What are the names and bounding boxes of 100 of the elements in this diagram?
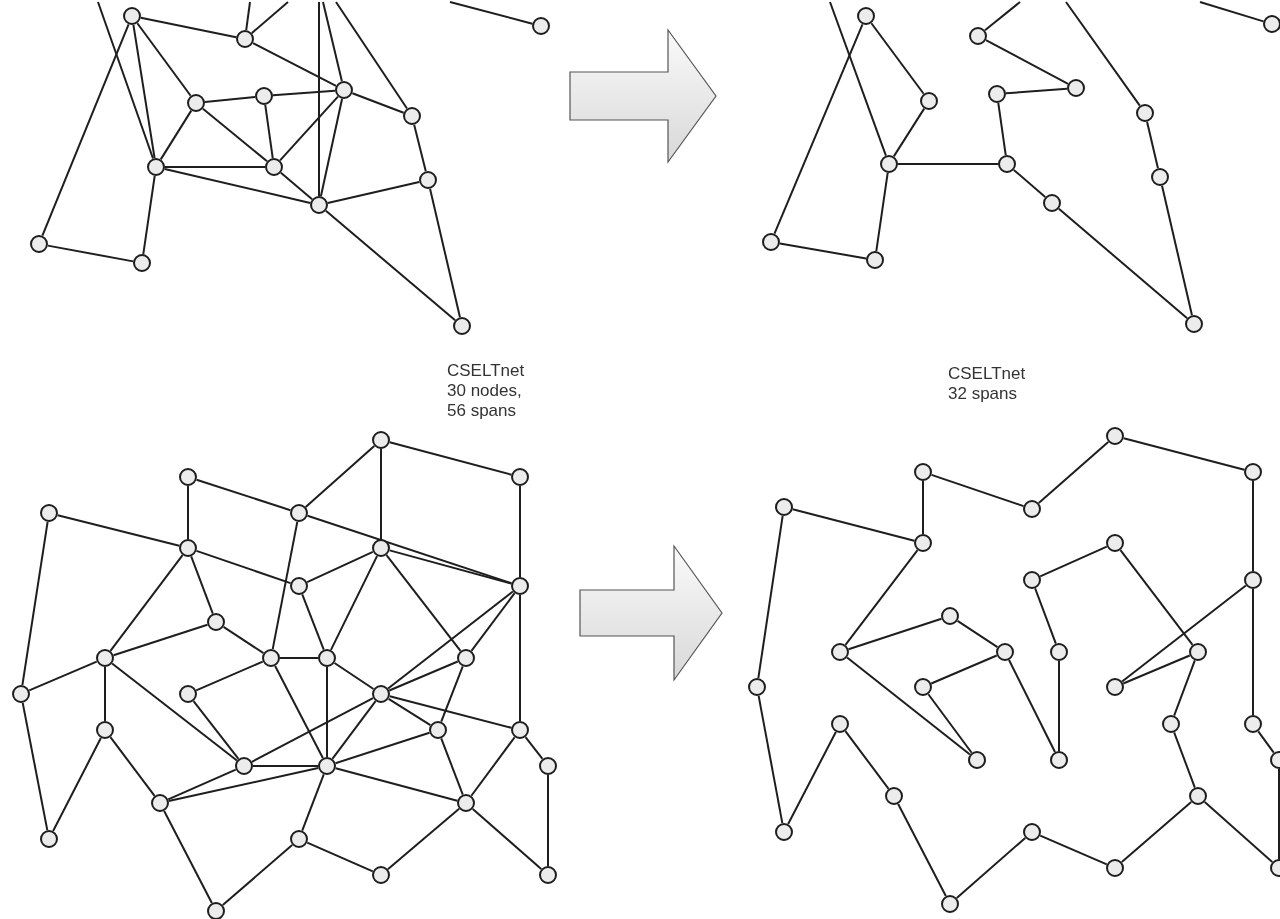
network-node [290, 577, 308, 595]
network-link [1199, 1, 1265, 23]
network-link [109, 736, 156, 797]
network-link [279, 171, 314, 201]
network-link [773, 23, 864, 235]
network-node [457, 794, 475, 812]
network-link [326, 181, 421, 204]
network-node [12, 685, 30, 703]
network-node [1050, 751, 1068, 769]
network-caption: CSELTnet 30 nodes, 56 spans [447, 361, 526, 421]
network-link [440, 737, 464, 796]
network-node [998, 155, 1016, 173]
network-node [1244, 715, 1262, 733]
network-link [1119, 549, 1194, 646]
network-node [1185, 315, 1203, 333]
network-node [372, 431, 390, 449]
network-node [235, 757, 253, 775]
network-node [179, 468, 197, 486]
network-link [41, 23, 130, 237]
network-link [1173, 659, 1196, 717]
network-link [334, 767, 459, 802]
network-link [222, 625, 265, 655]
network-link [109, 554, 184, 652]
network-link [271, 520, 299, 651]
network-node [996, 643, 1014, 661]
network-link [388, 549, 513, 585]
network-node [187, 94, 205, 112]
network-link [203, 95, 257, 104]
network-link [264, 103, 274, 160]
network-link [192, 700, 240, 760]
network-node [1189, 643, 1207, 661]
network-node [1106, 859, 1124, 877]
network-node [1189, 787, 1207, 805]
network-node [123, 7, 141, 25]
network-link [386, 807, 461, 871]
network-link [449, 1, 534, 25]
network-link [132, 23, 156, 160]
network-node [1136, 104, 1154, 122]
network-link [388, 441, 513, 476]
network-link [524, 736, 544, 760]
network-link [778, 242, 868, 260]
network-node [1050, 643, 1068, 661]
network-node [775, 823, 793, 841]
network-link [139, 16, 238, 39]
network-link [163, 810, 213, 904]
network-link [470, 592, 516, 652]
network-link [787, 731, 837, 825]
network-link [250, 1, 289, 35]
network-link [844, 730, 890, 790]
network-node [96, 721, 114, 739]
network-link [984, 39, 1070, 85]
network-link [335, 1, 408, 110]
network-link [97, 1, 154, 160]
network-link [318, 1, 320, 197]
network-node [1151, 168, 1169, 186]
network-link [21, 701, 49, 832]
network-node [403, 107, 421, 125]
network-node [1023, 500, 1041, 518]
network-node [457, 649, 475, 667]
network-link [847, 617, 943, 651]
network-link [892, 107, 926, 158]
network-link [387, 697, 432, 727]
network-node [151, 794, 169, 812]
network-link [470, 736, 516, 797]
network-link [1252, 480, 1254, 572]
network-link [997, 101, 1007, 157]
network-node [179, 539, 197, 557]
network-link [471, 807, 543, 871]
network-link [1257, 730, 1275, 754]
network-node [532, 17, 550, 35]
network-link [46, 244, 135, 263]
network-link [519, 594, 521, 722]
network-link [1120, 800, 1193, 864]
network-link [272, 89, 337, 97]
network-node [429, 721, 447, 739]
network-link [930, 654, 998, 685]
network-node [290, 830, 308, 848]
network-link [1146, 120, 1159, 170]
network-node [539, 757, 557, 775]
network-link [440, 665, 464, 723]
network-link [221, 843, 294, 907]
network-node [318, 757, 336, 775]
network-node [539, 866, 557, 884]
network-link [306, 841, 374, 873]
network-node [1067, 79, 1085, 97]
network-link [1065, 1, 1141, 107]
network-node [1106, 427, 1124, 445]
network-link [1039, 834, 1108, 866]
network-link [167, 768, 237, 801]
network-node [775, 498, 793, 516]
network-node [310, 196, 328, 214]
network-node [290, 504, 308, 522]
network-node [511, 468, 529, 486]
network-node [453, 317, 471, 335]
network-link [1278, 768, 1280, 860]
network-node [179, 685, 197, 703]
network-link [326, 666, 328, 758]
network-link [1121, 584, 1247, 683]
network-node [941, 895, 959, 913]
network-link [333, 662, 375, 690]
